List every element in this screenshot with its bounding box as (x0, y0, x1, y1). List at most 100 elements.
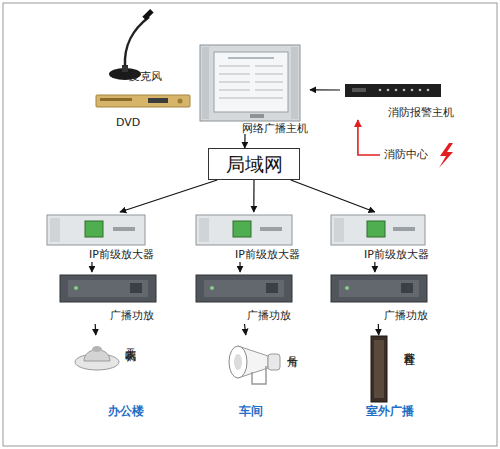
preamp-body (47, 215, 145, 245)
screen-line (255, 74, 283, 75)
device-label: IP前级放大器 (364, 248, 429, 261)
host-symbol (200, 45, 300, 121)
amp-panel (68, 280, 148, 297)
amplifier-symbol (331, 275, 427, 302)
device-label: 号角 (286, 347, 299, 349)
connector-arrow (239, 262, 240, 272)
fire-alarm-node: 消防报警主机 (340, 80, 452, 120)
column-speaker-node: 室外音柱 (365, 335, 422, 405)
speaker-top (92, 346, 102, 352)
device-label: 广播功放 (110, 309, 154, 322)
alarm-led (395, 89, 398, 92)
fire-alarm-symbol (345, 84, 441, 97)
area-label: 办公楼 (108, 404, 144, 418)
fire-center-node: 消防中心 (380, 142, 455, 168)
device-label: 网络广播主机 (242, 122, 308, 135)
connector-arrow (374, 262, 375, 272)
connector-arrow (95, 324, 97, 335)
amplifier-node: 广播功放 (330, 272, 445, 324)
preamp-symbol (331, 215, 425, 245)
connector-arrow (310, 89, 340, 90)
preamp-buttons (113, 227, 135, 231)
preamp-buttons (393, 227, 415, 231)
preamp-buttons (260, 227, 282, 231)
preamp-handle (334, 218, 344, 242)
preamp-body (331, 215, 425, 245)
mic-stem (122, 65, 128, 72)
device-label: 广播功放 (247, 309, 291, 322)
horn-node: 号角 (222, 335, 304, 390)
screen-line (255, 82, 283, 83)
preamp-screen (233, 221, 251, 237)
connector-arrow (244, 134, 245, 148)
amplifier-symbol (60, 275, 156, 302)
alarm-led (427, 89, 430, 92)
host-slot (250, 114, 264, 118)
alarm-led (411, 89, 414, 92)
host-handle (202, 47, 209, 119)
device-label: DVD (116, 116, 140, 129)
dvd-tray (100, 98, 132, 101)
alarm-led (387, 89, 390, 92)
ceiling-speaker-node: 天花喇叭 (72, 335, 142, 395)
device-label: 消防中心 (384, 148, 428, 161)
screen-line (219, 82, 250, 83)
preamp-symbol (196, 215, 292, 245)
connector-arrow (245, 324, 246, 335)
lightning-symbol (439, 143, 453, 168)
device-label: 消防报警主机 (388, 106, 454, 119)
mic-gooseneck (125, 17, 149, 66)
outer-frame (3, 3, 497, 446)
connector-arrow (291, 180, 375, 212)
screen-line (219, 74, 250, 75)
box-text: 局域网 (226, 153, 283, 175)
area-label: 车间 (239, 404, 263, 418)
amp-led (210, 286, 214, 290)
screen-line (219, 66, 250, 67)
dvd-symbol (96, 95, 190, 107)
dvd-body (96, 95, 190, 107)
horn-driver (268, 354, 280, 370)
area-label: 室外广播 (366, 404, 414, 418)
amp-panel (204, 280, 284, 297)
host-node: 网络广播主机 (195, 42, 310, 134)
amp-body (331, 275, 427, 302)
preamp-screen (85, 221, 103, 237)
screen-line (255, 66, 283, 67)
amp-knob (266, 283, 278, 293)
column-speaker-symbol (371, 336, 387, 402)
host-handle (291, 47, 298, 119)
alarm-body (345, 84, 441, 97)
amp-body (60, 275, 156, 302)
amp-led (345, 286, 349, 290)
horn-bracket (252, 366, 266, 384)
screen-line (228, 57, 274, 59)
alarm-led (419, 89, 422, 92)
device-label: IP前级放大器 (89, 248, 154, 261)
alarm-panel (352, 88, 366, 92)
horn-throat (234, 354, 242, 370)
amp-body (196, 275, 292, 302)
preamp-handle (50, 218, 60, 242)
amplifier-symbol (196, 275, 292, 302)
connector-arrow (253, 180, 254, 212)
host-body (200, 45, 300, 121)
network-box: 局域网 (208, 148, 300, 180)
preamp-handle (199, 218, 209, 242)
amp-panel (339, 280, 419, 297)
column-grille (374, 340, 384, 398)
device-label: 天花喇叭 (124, 339, 137, 343)
amplifier-node: 广播功放 (195, 272, 305, 324)
horn-symbol (229, 346, 280, 384)
dvd-node: DVD (90, 92, 190, 132)
preamp-node: IP前级放大器 (330, 212, 445, 262)
connector-arrow (358, 120, 380, 155)
amplifier-node: 广播功放 (60, 272, 170, 324)
column-body (371, 336, 387, 402)
device-label: IP前级放大器 (235, 248, 300, 261)
ceiling-speaker-symbol (75, 346, 119, 370)
connector-arrow (378, 324, 380, 335)
